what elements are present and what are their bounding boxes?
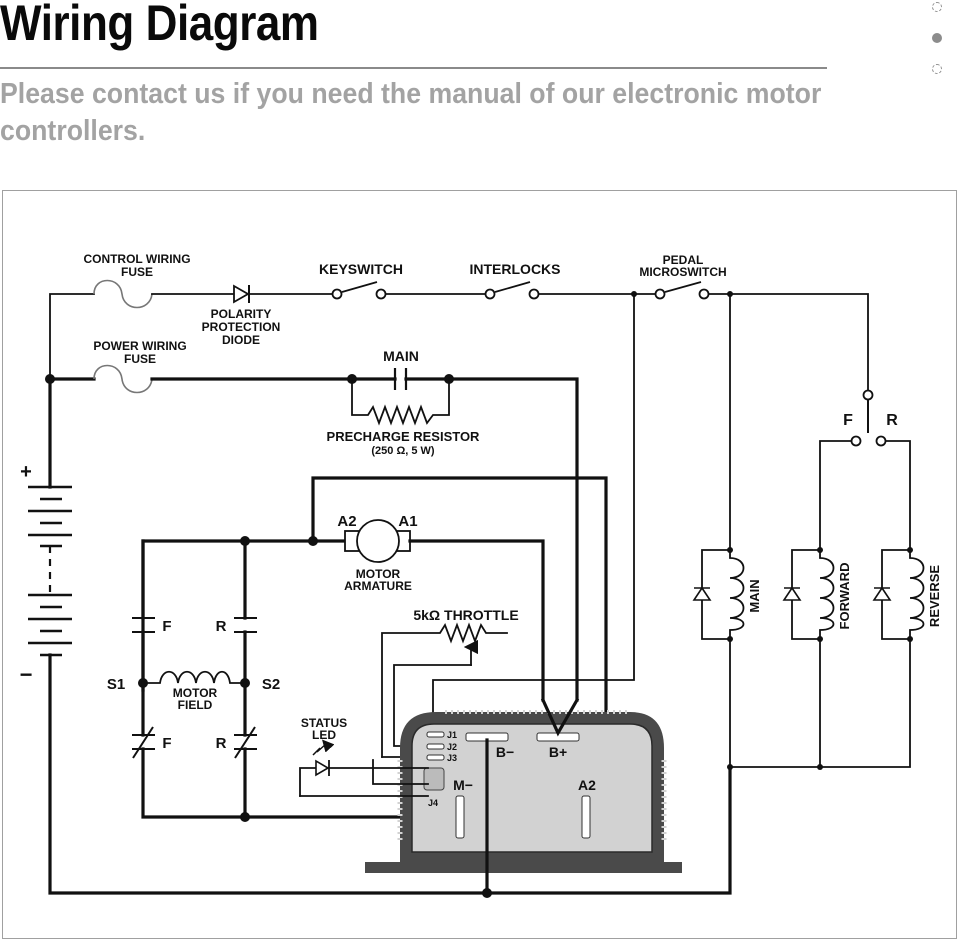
pedal-microswitch-icon xyxy=(654,281,710,300)
keyswitch-icon xyxy=(331,281,387,300)
label-fr-f: F xyxy=(843,412,853,429)
label-armature: MOTOR xyxy=(356,567,401,581)
label-pedal: PEDAL xyxy=(663,253,704,267)
label-main-contactor: MAIN xyxy=(383,348,419,364)
interlocks-switch-icon xyxy=(484,281,540,300)
label-armature-a2: A2 xyxy=(337,513,356,530)
label-j1: J1 xyxy=(447,730,457,740)
label-keyswitch: KEYSWITCH xyxy=(319,261,403,277)
label-j3: J3 xyxy=(447,753,457,763)
fr-switch-icon xyxy=(819,389,911,551)
motor-armature-icon xyxy=(344,519,411,563)
label-m-minus: M− xyxy=(453,777,473,793)
motor-controller xyxy=(365,710,682,873)
motor-field-icon xyxy=(143,670,245,684)
label-status-led: STATUS xyxy=(301,716,347,730)
label-j4: J4 xyxy=(428,798,438,808)
polarity-diode-icon xyxy=(233,284,250,304)
title-divider xyxy=(0,67,827,69)
label-coil-main: MAIN xyxy=(747,579,762,612)
label-contact-f-bottom: F xyxy=(162,735,171,752)
label-s2: S2 xyxy=(262,676,280,693)
forward-coil-icon xyxy=(782,547,835,642)
label-polarity-3: DIODE xyxy=(222,333,260,347)
power-line xyxy=(45,364,579,702)
label-b-plus: B+ xyxy=(549,744,567,760)
label-precharge: PRECHARGE RESISTOR xyxy=(327,429,481,444)
power-fuse-icon xyxy=(93,364,153,394)
label-armature-2: ARMATURE xyxy=(344,579,412,593)
page-title: Wiring Diagram xyxy=(0,0,319,51)
label-battery-minus: − xyxy=(20,662,33,687)
control-line xyxy=(49,279,869,736)
label-polarity-2: PROTECTION xyxy=(202,320,281,334)
label-contact-r-bottom: R xyxy=(216,735,227,752)
label-coil-forward: FORWARD xyxy=(837,563,852,630)
label-contact-f-top: F xyxy=(162,618,171,635)
label-contact-r-top: R xyxy=(216,618,227,635)
precharge-resistor-icon xyxy=(351,378,450,426)
page-subtitle: Please contact us if you need the manual… xyxy=(0,78,822,147)
label-fr-r: R xyxy=(886,412,898,429)
label-throttle: 5kΩ THROTTLE xyxy=(413,607,518,623)
label-status-led-2: LED xyxy=(312,728,336,742)
label-j2: J2 xyxy=(447,742,457,752)
status-led-icon xyxy=(299,739,429,797)
label-field: MOTOR xyxy=(173,686,218,700)
label-field-2: FIELD xyxy=(178,698,213,712)
label-battery-plus: + xyxy=(20,461,32,483)
label-control-fuse: CONTROL WIRING xyxy=(83,252,190,266)
diagram-frame xyxy=(2,190,957,939)
label-pedal-2: MICROSWITCH xyxy=(639,265,726,279)
control-fuse-icon xyxy=(93,279,153,309)
label-b-minus: B− xyxy=(496,744,514,760)
label-precharge-value: (250 Ω, 5 W) xyxy=(371,445,435,457)
label-controller-a2: A2 xyxy=(578,777,596,793)
label-control-fuse-2: FUSE xyxy=(121,265,153,279)
reverse-coil-icon xyxy=(872,547,925,642)
main-contactor-icon xyxy=(393,368,408,390)
label-interlocks: INTERLOCKS xyxy=(470,261,561,277)
pager-dot-1[interactable] xyxy=(932,2,942,12)
label-power-fuse: POWER WIRING xyxy=(93,339,186,353)
label-polarity: POLARITY xyxy=(211,307,272,321)
label-armature-a1: A1 xyxy=(398,513,417,530)
label-s1: S1 xyxy=(107,676,125,693)
pager-dot-3[interactable] xyxy=(932,64,942,74)
label-coil-reverse: REVERSE xyxy=(927,565,942,627)
battery-icon xyxy=(28,377,732,895)
pager-dot-2[interactable] xyxy=(932,33,942,43)
label-power-fuse-2: FUSE xyxy=(124,352,156,366)
main-coil-icon xyxy=(692,547,745,642)
